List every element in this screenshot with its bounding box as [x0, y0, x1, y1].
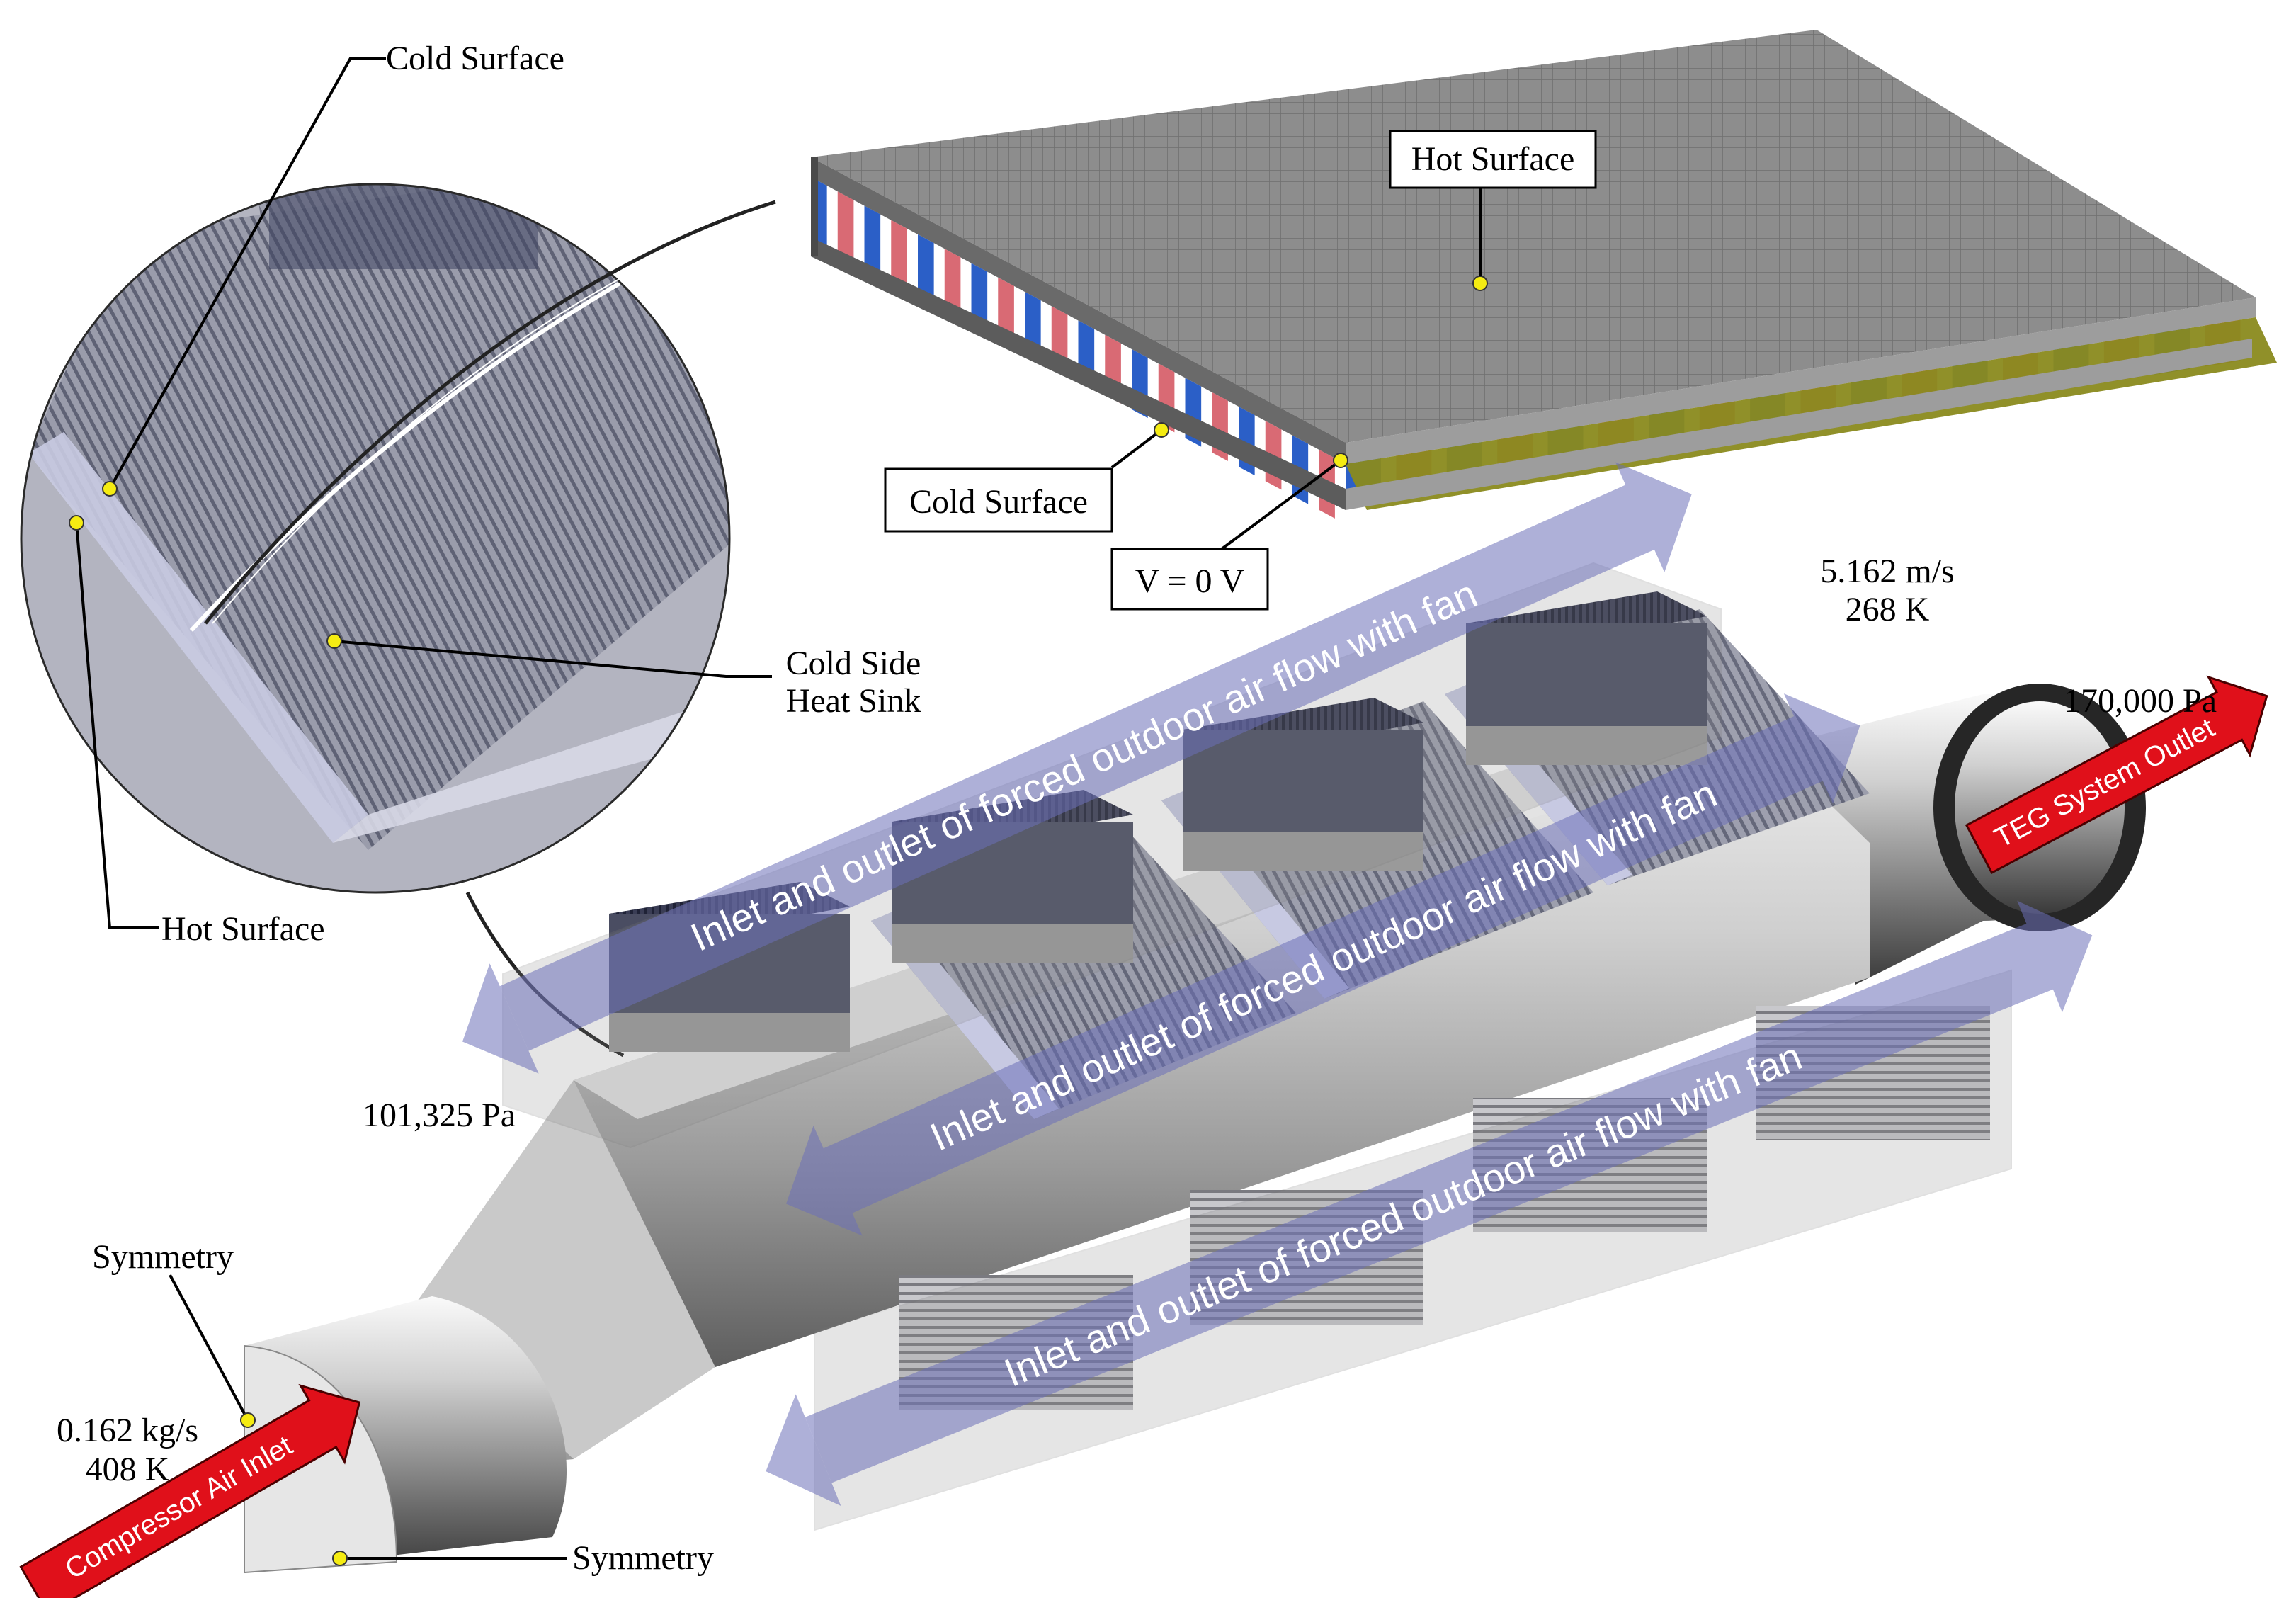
zoom-cold-surface-label: Cold Surface: [386, 40, 564, 77]
teg-leg: [837, 191, 854, 261]
cold-side-heat-sink-label-2: Heat Sink: [786, 682, 921, 720]
zoom-detail-circle: [20, 183, 731, 894]
inlet-temperature-label: 408 K: [86, 1451, 170, 1488]
teg-leg: [864, 205, 881, 275]
teg-hot-surface-callout: Hot Surface: [1389, 130, 1597, 291]
teg-leg: [944, 249, 961, 318]
cold-side-heat-sink-callout: Cold Side Heat Sink: [326, 633, 921, 720]
symmetry-top-label: Symmetry: [92, 1238, 234, 1276]
teg-voltage-label: V = 0 V: [1135, 562, 1245, 600]
zoom-hot-surface-label: Hot Surface: [161, 910, 325, 948]
teg-cold-surface-callout: Cold Surface: [884, 422, 1169, 533]
teg-hot-plate-top: [811, 30, 2256, 443]
zoom-cold-surface-callout: Cold Surface: [102, 40, 564, 497]
inlet-mass-flow-label: 0.162 kg/s: [57, 1412, 198, 1449]
zoom-connector-top-inner: [212, 209, 780, 624]
zoom-hot-surface-callout: Hot Surface: [69, 515, 325, 948]
teg-cold-surface-label: Cold Surface: [909, 483, 1088, 521]
teg-cold-plate: [811, 237, 1346, 510]
teg-leg: [918, 234, 934, 304]
teg-voltage-callout: V = 0 V: [1110, 453, 1348, 611]
fan-temperature-label: 268 K: [1846, 591, 1930, 628]
zoom-connector-top: [204, 200, 776, 625]
fan-velocity-label: 5.162 m/s: [1820, 552, 1954, 590]
cold-side-heat-sink-label-1: Cold Side: [786, 645, 921, 682]
ambient-pressure-label: 101,325 Pa: [363, 1096, 516, 1134]
teg-hot-surface-label: Hot Surface: [1411, 140, 1575, 178]
symmetry-top-callout: Symmetry: [92, 1238, 256, 1428]
symmetry-bottom-callout: Symmetry: [332, 1539, 714, 1577]
symmetry-bottom-label: Symmetry: [572, 1539, 714, 1577]
outlet-pressure-label: 170,000 Pa: [2064, 682, 2217, 720]
teg-leg: [891, 220, 907, 289]
teg-module: [811, 30, 2277, 518]
